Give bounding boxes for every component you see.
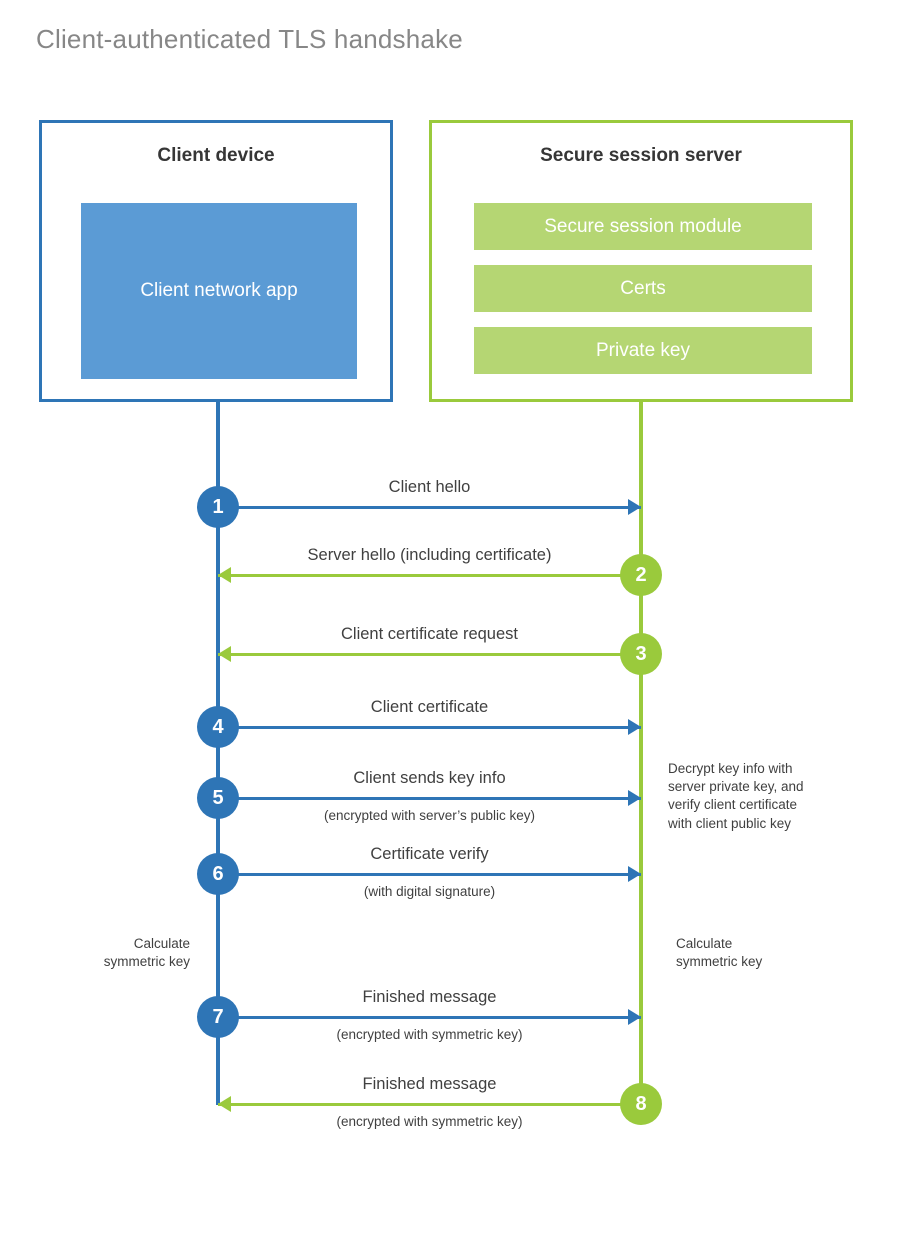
client-lifeline	[216, 400, 220, 1105]
server-block-certs: Certs	[474, 265, 812, 312]
message-sublabel: (encrypted with server’s public key)	[323, 808, 536, 823]
message-sublabel: (with digital signature)	[363, 884, 496, 899]
message-label: Certificate verify	[370, 845, 489, 863]
message-arrow-head	[628, 866, 641, 882]
message-label: Client certificate	[370, 698, 489, 716]
message-label: Server hello (including certificate)	[307, 546, 552, 564]
secure-session-server-box: Secure session server Secure session mod…	[429, 120, 853, 402]
message-arrow-line	[218, 653, 641, 656]
client-network-app-block: Client network app	[81, 203, 357, 379]
message-arrow-head	[218, 567, 231, 583]
step-number-badge-6: 6	[197, 853, 239, 895]
step-number-badge-8: 8	[620, 1083, 662, 1125]
client-device-title: Client device	[157, 145, 275, 166]
server-block-secure-session-module: Secure session module	[474, 203, 812, 250]
message-arrow-line	[218, 797, 641, 800]
message-arrow-head	[218, 646, 231, 662]
step-number-badge-2: 2	[620, 554, 662, 596]
server-lifeline	[639, 400, 643, 1105]
step-number-badge-3: 3	[620, 633, 662, 675]
message-sublabel: (encrypted with symmetric key)	[336, 1114, 523, 1129]
message-arrow-line	[218, 873, 641, 876]
message-arrow-line	[218, 574, 641, 577]
message-label: Client hello	[388, 478, 471, 496]
message-arrow-head	[628, 790, 641, 806]
message-sublabel: (encrypted with symmetric key)	[336, 1027, 523, 1042]
page-title: Client-authenticated TLS handshake	[36, 24, 463, 54]
server-block-private-key: Private key	[474, 327, 812, 374]
message-label: Finished message	[362, 1075, 497, 1093]
message-label: Finished message	[362, 988, 497, 1006]
message-arrow-head	[218, 1096, 231, 1112]
step-number-badge-5: 5	[197, 777, 239, 819]
message-arrow-head	[628, 499, 641, 515]
message-arrow-line	[218, 1103, 641, 1106]
message-arrow-head	[628, 719, 641, 735]
step-number-badge-7: 7	[197, 996, 239, 1038]
note-client-calculate-symmetric-key: Calculate symmetric key	[103, 936, 190, 970]
step-number-badge-4: 4	[197, 706, 239, 748]
message-arrow-line	[218, 506, 641, 509]
message-arrow-line	[218, 1016, 641, 1019]
secure-session-server-title: Secure session server	[540, 145, 742, 166]
message-label: Client certificate request	[341, 625, 518, 643]
note-server-decrypt: Decrypt key info with server private key…	[668, 761, 804, 831]
message-arrow-line	[218, 726, 641, 729]
note-server-calculate-symmetric-key: Calculate symmetric key	[676, 936, 763, 970]
client-device-box: Client device Client network app	[39, 120, 393, 402]
message-arrow-head	[628, 1009, 641, 1025]
message-label: Client sends key info	[353, 769, 506, 787]
step-number-badge-1: 1	[197, 486, 239, 528]
